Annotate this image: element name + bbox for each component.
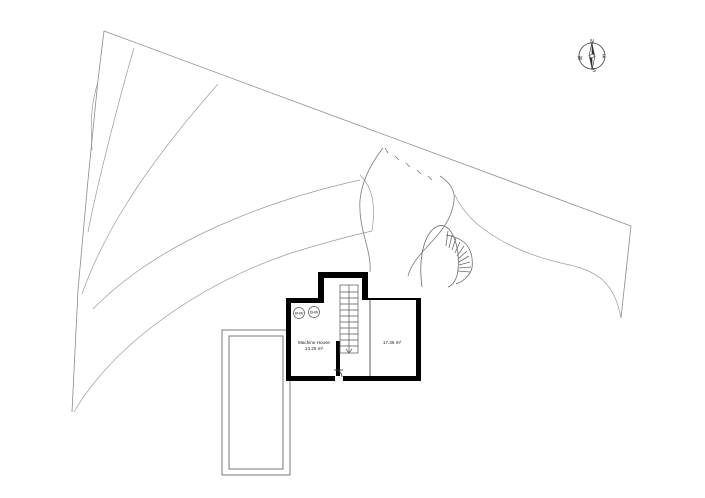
access-path [359,147,455,277]
site-boundary [71,30,632,413]
room-area-east: 17.36 m² [383,340,402,345]
building-walls [286,272,421,381]
pool [221,329,291,476]
room-area-machine-house: 13.25 m² [305,346,324,351]
compass-icon: N E S W [578,39,607,74]
outdoor-stair [420,225,473,288]
compass-n: N [590,39,594,45]
compass-e: E [602,54,606,60]
interior-stair [339,284,359,354]
svg-text:DHW: DHW [295,312,304,316]
dhw-tank-1: DHW [293,307,305,319]
compass-s: S [592,68,596,74]
interior-lines [334,300,371,378]
room-name-machine-house: Machine House [298,340,330,345]
terrain-contours [73,47,622,413]
compass-w: W [578,56,583,62]
svg-text:DHW: DHW [310,311,319,315]
dhw-tank-2: DHW [308,306,320,318]
